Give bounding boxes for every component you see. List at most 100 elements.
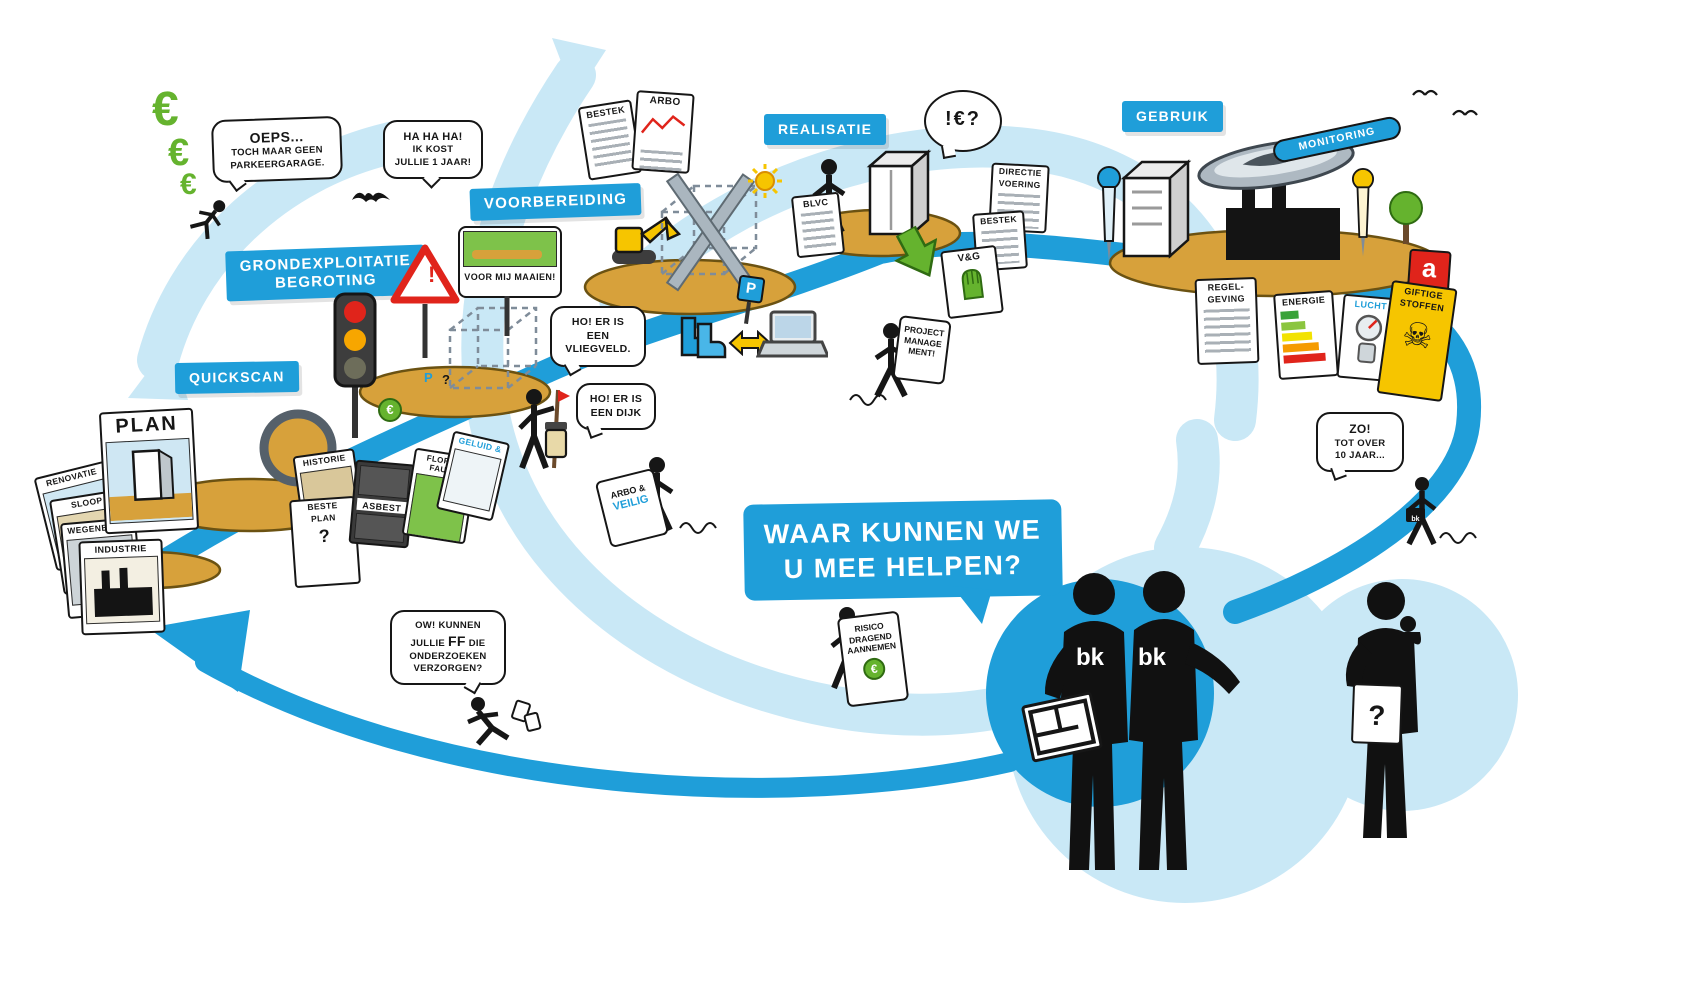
doc-title: BLVC — [802, 196, 829, 210]
card-picture — [442, 447, 502, 512]
monitoring-scene — [1120, 138, 1355, 260]
falling-person-icon — [189, 200, 226, 240]
bubble-text: 10 JAAR... — [1335, 449, 1385, 461]
tree-icon — [1389, 191, 1423, 244]
plan-card-industrie: INDUSTRIE — [78, 538, 166, 636]
bird-icon — [1412, 89, 1438, 96]
card-energie: ENERGIE — [1273, 290, 1339, 380]
dashed-cube-icon — [448, 306, 538, 390]
doc-title: GEVING — [1207, 293, 1246, 306]
factory-doodle — [94, 568, 154, 618]
speech-bubble-vliegveld: HO! ER IS EEN VLIEGVELD. — [550, 306, 646, 377]
project-management-sign: PROJECT MANAGE MENT! — [892, 315, 952, 385]
card-picture — [353, 513, 406, 544]
island-parking-letter: P — [424, 370, 433, 385]
bubble-text: EEN DIJK — [590, 406, 642, 419]
bubble-text: HO! ER IS — [589, 393, 643, 405]
squiggle — [849, 394, 887, 406]
question-banner: WAAR KUNNEN WE U MEE HELPEN? — [743, 499, 1063, 601]
bk-duo-silhouette — [1044, 571, 1240, 870]
maaien-sign: VOOR MIJ MAAIEN! — [458, 226, 562, 298]
card-picture — [357, 464, 411, 500]
card-label: ENERGIE — [1281, 294, 1326, 308]
sand-strip — [472, 250, 542, 259]
bubble-text: JULLIE — [410, 638, 446, 650]
doc-lines — [588, 118, 634, 170]
warning-exclamation: ! — [428, 262, 436, 287]
parking-letter: P — [744, 279, 758, 298]
parking-sign-plate: P — [736, 274, 766, 304]
surveyor-figure — [518, 389, 570, 470]
speech-bubble-haha: HA HA HA! IK KOST JULLIE 1 JAAR! — [383, 120, 483, 189]
doc-lines — [800, 210, 837, 252]
bubble-text: VLIEGVELD. — [565, 343, 631, 356]
dropper-blue-icon — [1097, 166, 1121, 262]
doc-lines — [1203, 307, 1252, 354]
bird-icon — [1452, 109, 1478, 116]
speech-bubble-oeps: OEPS... TOCH MAAR GEEN PARKEERGARAGE. — [210, 115, 344, 192]
dropper-yellow-icon — [1351, 168, 1375, 257]
risico-euro-coin: € — [861, 656, 887, 682]
laptop-icon — [756, 310, 828, 358]
question-line: U MEE HELPEN? — [783, 550, 1023, 585]
question-paper: ? — [1350, 683, 1404, 745]
doc-title: ARBO — [649, 95, 681, 109]
paper-question-mark: ? — [1367, 699, 1387, 732]
sign-pole — [504, 296, 510, 336]
sign-text: VOOR MIJ MAAIEN! — [464, 272, 556, 282]
glove-icon — [961, 268, 984, 300]
realisatie-building-icon — [866, 149, 932, 237]
card-label: ASBEST — [356, 497, 408, 515]
phase-banner-gebruik: GEBRUIK — [1122, 101, 1223, 132]
euro-symbol: € — [180, 168, 197, 201]
building-doodle — [109, 448, 194, 522]
bubble-text: ONDERZOEKEN — [409, 650, 487, 662]
bubble-title: ZO! — [1349, 422, 1371, 436]
card-lucht: LUCHT — [1336, 293, 1400, 383]
traffic-light-icon — [333, 292, 377, 438]
sample-jar-icon — [544, 422, 568, 459]
euro-coin: € — [378, 398, 402, 422]
bubble-text: VERZORGEN? — [413, 663, 483, 675]
doc-title: BESTEK — [979, 213, 1018, 227]
bat-icon — [352, 192, 390, 202]
island-question-mark: ? — [442, 372, 450, 387]
card-question-mark: ? — [318, 525, 331, 546]
parking-sign: P — [732, 274, 766, 330]
question-banner-tail — [952, 586, 992, 624]
question-line: WAAR KUNNEN WE — [763, 514, 1042, 550]
banner-line: REALISATIE — [778, 121, 873, 137]
speech-bubble-zo: ZO! TOT OVER 10 JAAR... — [1316, 412, 1404, 482]
floorplan-card — [1020, 691, 1104, 763]
card-title: PLAN — [114, 412, 179, 438]
bk-label-left: bk — [1076, 644, 1105, 671]
doc-regelgeving: REGEL- GEVING — [1194, 276, 1260, 366]
sun-icon — [748, 164, 782, 198]
warning-sign-icon — [390, 244, 460, 358]
boots-icon — [680, 316, 727, 359]
energy-label-bars — [1280, 310, 1326, 364]
bubble-tail — [940, 143, 957, 160]
bubble-text: OW! KUNNEN — [415, 620, 481, 631]
card-picture — [83, 556, 161, 625]
bubble-text: DIE — [468, 638, 486, 650]
bubble-title: HA HA HA! — [403, 131, 463, 143]
doc-blvc: BLVC — [790, 191, 846, 259]
runner-figure — [467, 697, 542, 746]
squiggle — [679, 522, 717, 534]
planned-building-cube-icon — [660, 172, 758, 292]
card-label: INDUSTRIE — [94, 543, 147, 555]
phase-banner-realisatie: REALISATIE — [764, 114, 887, 145]
euro-symbol: € — [870, 661, 879, 677]
bubble-text: HO! ER IS EEN — [571, 316, 625, 342]
parking-sign-pole — [744, 301, 752, 325]
bk-walker-label: bk — [1411, 516, 1420, 523]
excavator-icon — [612, 216, 682, 264]
squiggle — [1439, 532, 1477, 544]
sign-picture — [463, 231, 557, 267]
floorplan-doodle — [1027, 698, 1097, 756]
bubble-text: TOCH MAAR GEEN PARKEERGARAGE. — [230, 144, 325, 172]
euro-coin-symbol: € — [386, 402, 394, 417]
doc-vg: V&G — [940, 244, 1004, 320]
euro-symbol: € — [168, 132, 190, 174]
